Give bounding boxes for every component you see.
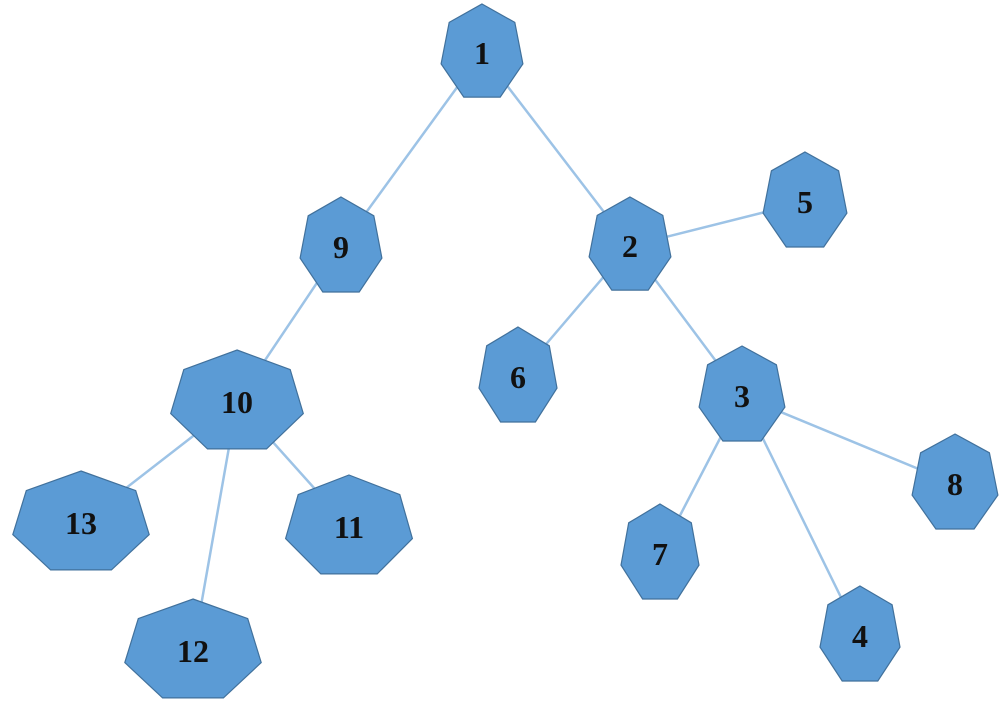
node-6: 6 <box>478 326 558 423</box>
node-13: 13 <box>12 470 150 571</box>
node-9: 9 <box>299 196 383 293</box>
node-shape-2 <box>588 196 672 291</box>
node-11: 11 <box>284 474 414 575</box>
node-shape-12 <box>124 598 262 699</box>
node-shape-10 <box>170 349 304 450</box>
node-label-13: 13 <box>65 505 97 541</box>
node-label-12: 12 <box>177 633 209 669</box>
node-label-4: 4 <box>852 618 868 654</box>
node-shape-7 <box>620 503 700 600</box>
node-shape-13 <box>12 470 150 571</box>
node-label-7: 7 <box>652 536 668 572</box>
node-label-2: 2 <box>622 228 638 264</box>
node-shape-5 <box>762 151 848 248</box>
node-label-10: 10 <box>221 384 253 420</box>
node-shape-4 <box>819 585 901 682</box>
node-shape-11 <box>284 474 414 575</box>
node-8: 8 <box>911 433 999 530</box>
node-7: 7 <box>620 503 700 600</box>
node-label-8: 8 <box>947 466 963 502</box>
node-4: 4 <box>819 585 901 682</box>
node-shape-6 <box>478 326 558 423</box>
node-label-9: 9 <box>333 229 349 265</box>
node-shape-1 <box>440 3 524 98</box>
node-10: 10 <box>170 349 304 450</box>
node-3: 3 <box>698 345 786 442</box>
node-2: 2 <box>588 196 672 291</box>
node-shape-3 <box>698 345 786 442</box>
node-shape-9 <box>299 196 383 293</box>
node-label-3: 3 <box>734 378 750 414</box>
node-5: 5 <box>762 151 848 248</box>
node-label-11: 11 <box>334 509 364 545</box>
node-label-6: 6 <box>510 359 526 395</box>
node-label-1: 1 <box>474 35 490 71</box>
node-12: 12 <box>124 598 262 699</box>
node-label-5: 5 <box>797 184 813 220</box>
node-shape-8 <box>911 433 999 530</box>
node-1: 1 <box>440 3 524 98</box>
